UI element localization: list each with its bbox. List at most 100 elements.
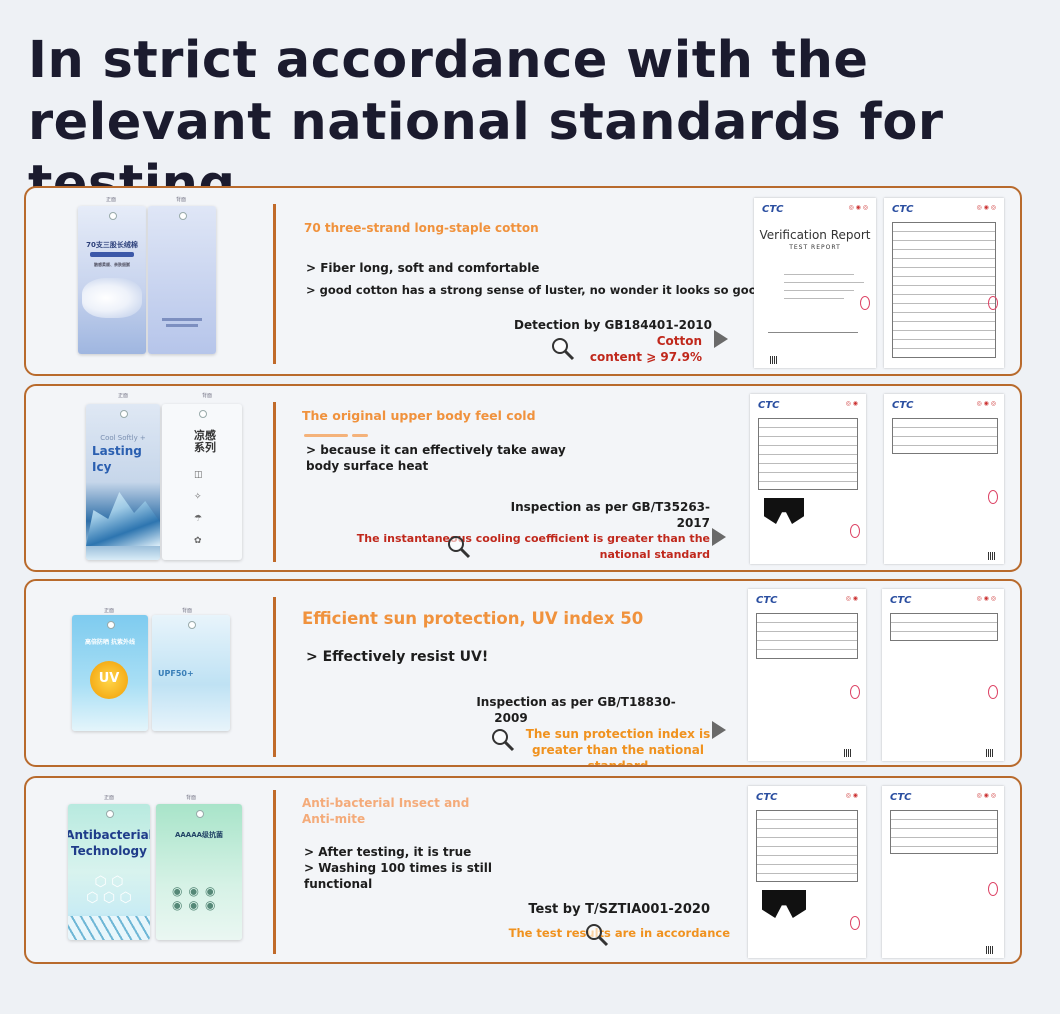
seal-icon — [988, 882, 998, 896]
cert-marks-icon: ◎ ◉ ◎ — [976, 400, 996, 407]
report-table — [892, 222, 996, 358]
hang-tag-front: 70支三股长绒棉 触感柔顺、亲肤细腻 — [78, 206, 146, 354]
detection-standard-2: 2009 — [494, 711, 528, 725]
ctc-logo: CTC — [890, 792, 912, 803]
qr-icon — [986, 946, 994, 954]
hang-tag-back-title: AAAAA级抗菌 — [174, 831, 224, 839]
detection-standard-1: Inspection as per GB/T18830- — [476, 695, 676, 709]
feature-title-1: Anti-bacterial Insect and — [302, 796, 470, 810]
hang-tag-front: Cool Softly + Lasting Icy — [86, 404, 160, 560]
hang-tag-back-text — [162, 318, 202, 321]
result-text-1: The sun protection index is — [525, 727, 711, 741]
ctc-logo: CTC — [756, 792, 778, 803]
card-divider — [273, 790, 276, 954]
result-text-2: content ⩾ 97.9% — [589, 350, 702, 364]
hang-tag-back — [148, 206, 216, 354]
card-antibacterial: 正面 Antibacterial Technology ⬡ ⬡⬡ ⬡ ⬡ 背面 … — [24, 776, 1022, 964]
feature-icons: ◉◉◉◉◉◉ — [172, 884, 222, 912]
report-table — [756, 613, 858, 659]
cotton-image — [82, 278, 142, 318]
hang-tag-front-label: 正面 — [118, 393, 129, 399]
feature-title-2: Anti-mite — [302, 812, 366, 826]
qr-icon — [988, 552, 996, 560]
report-table — [890, 810, 998, 854]
cert-marks-icon: ◎ ◉ — [845, 595, 858, 602]
card-divider — [273, 597, 276, 757]
test-report-page-1: CTC ◎ ◉ — [748, 786, 866, 958]
sample-garment-image — [764, 498, 804, 524]
hang-tag-back-label: 背面 — [186, 795, 197, 801]
hang-tag-banner — [90, 252, 134, 257]
feature-bullet-2: body surface heat — [306, 459, 429, 473]
hang-tag-front-label: 正面 — [106, 197, 117, 203]
iceberg-image — [86, 492, 160, 546]
test-report-page-1: CTC ◎ ◉ — [748, 589, 866, 761]
result-text-1: Cotton — [656, 334, 702, 348]
result-text-2: national standard — [599, 548, 710, 561]
page-headline: In strict accordance with the relevant n… — [28, 31, 944, 214]
hang-tag-front: Antibacterial Technology ⬡ ⬡⬡ ⬡ ⬡ — [68, 804, 150, 940]
hang-tag-back-label: 背面 — [202, 393, 213, 399]
ctc-logo: CTC — [756, 595, 778, 606]
hang-tag-back: 凉感系列 ◫✧☂✿ — [162, 404, 242, 560]
hang-tag-small-text: Cool Softly + — [100, 434, 146, 442]
title-underline — [352, 434, 368, 437]
feature-title: The original upper body feel cold — [302, 408, 536, 423]
feature-bullet-1: > Effectively resist UV! — [306, 649, 489, 665]
feature-bullet-2: > Washing 100 times is still — [304, 861, 492, 875]
test-report-page-2: CTC ◎ ◉ ◎ — [882, 589, 1004, 761]
uv-badge-icon — [90, 661, 128, 699]
ctc-logo: CTC — [758, 400, 780, 411]
qr-icon — [770, 356, 778, 364]
seal-icon — [860, 296, 870, 310]
test-report-page-2: CTC ◎ ◉ ◎ — [882, 786, 1004, 958]
hang-tag-front-label: 正面 — [104, 608, 115, 614]
hang-tag-title-1: Antibacterial — [68, 828, 150, 842]
magnifier-icon — [552, 338, 575, 361]
card-sun-protection: 正面 高倍防晒 抗紫外线 UV 背面 UPF50+ Efficient sun … — [24, 579, 1022, 767]
magnifier-icon — [492, 729, 515, 752]
feature-icons: ◫✧☂✿ — [194, 470, 203, 546]
cert-marks-icon: ◎ ◉ — [845, 792, 858, 799]
detection-standard-1: Inspection as per GB/T35263- — [510, 500, 710, 514]
card-cotton: 70支三股长绒棉 触感柔顺、亲肤细腻 正面 背面 70 three-strand… — [24, 186, 1022, 376]
arrow-right-icon — [714, 330, 728, 348]
seal-icon — [850, 524, 860, 538]
cert-marks-icon: ◎ ◉ ◎ — [976, 595, 996, 602]
feature-title: Efficient sun protection, UV index 50 — [302, 609, 644, 628]
ctc-logo: CTC — [892, 204, 914, 215]
hang-tag-back-title: UPF50+ — [158, 669, 194, 678]
feature-bullet-1: > because it can effectively take away — [306, 443, 566, 457]
report-subtitle: TEST REPORT — [789, 244, 841, 251]
test-report-page-1: CTC ◎ ◉ ◎ Verification Report TEST REPOR… — [754, 198, 876, 368]
seal-icon — [988, 296, 998, 310]
ctc-logo: CTC — [892, 400, 914, 411]
feature-bullet-1: > Fiber long, soft and comfortable — [306, 261, 540, 275]
hang-tag-front: 高倍防晒 抗紫外线 UV — [72, 615, 148, 731]
hang-tag-front-title: 70支三股长绒棉 — [86, 241, 138, 249]
ctc-logo: CTC — [762, 204, 784, 215]
result-text-2: greater than the national — [532, 743, 704, 757]
qr-icon — [844, 749, 852, 757]
cert-marks-icon: ◎ ◉ ◎ — [848, 204, 868, 211]
seal-icon — [850, 685, 860, 699]
report-table — [758, 418, 858, 490]
test-report-page-1: CTC ◎ ◉ — [750, 394, 866, 564]
magnifier-icon — [448, 536, 471, 559]
report-title: Verification Report — [759, 228, 871, 242]
seal-icon — [988, 685, 998, 699]
hang-tag-back-text — [166, 324, 198, 327]
hang-tag-title-2: Technology — [71, 844, 147, 858]
qr-icon — [986, 749, 994, 757]
card-divider — [273, 204, 276, 364]
hang-tag-front-caption: 触感柔顺、亲肤细腻 — [94, 262, 130, 267]
hang-tag-title-2: Icy — [92, 460, 112, 474]
feature-bullet-3: functional — [304, 877, 373, 891]
arrow-right-icon — [712, 721, 726, 739]
cube-pattern — [68, 916, 150, 940]
seal-icon — [850, 916, 860, 930]
cert-marks-icon: ◎ ◉ ◎ — [976, 792, 996, 799]
detection-standard: Test by T/SZTIA001-2020 — [528, 902, 710, 917]
hexagon-pattern: ⬡ ⬡⬡ ⬡ ⬡ — [86, 874, 132, 906]
result-text-1: The instantaneous cooling coefficient is… — [356, 532, 710, 545]
